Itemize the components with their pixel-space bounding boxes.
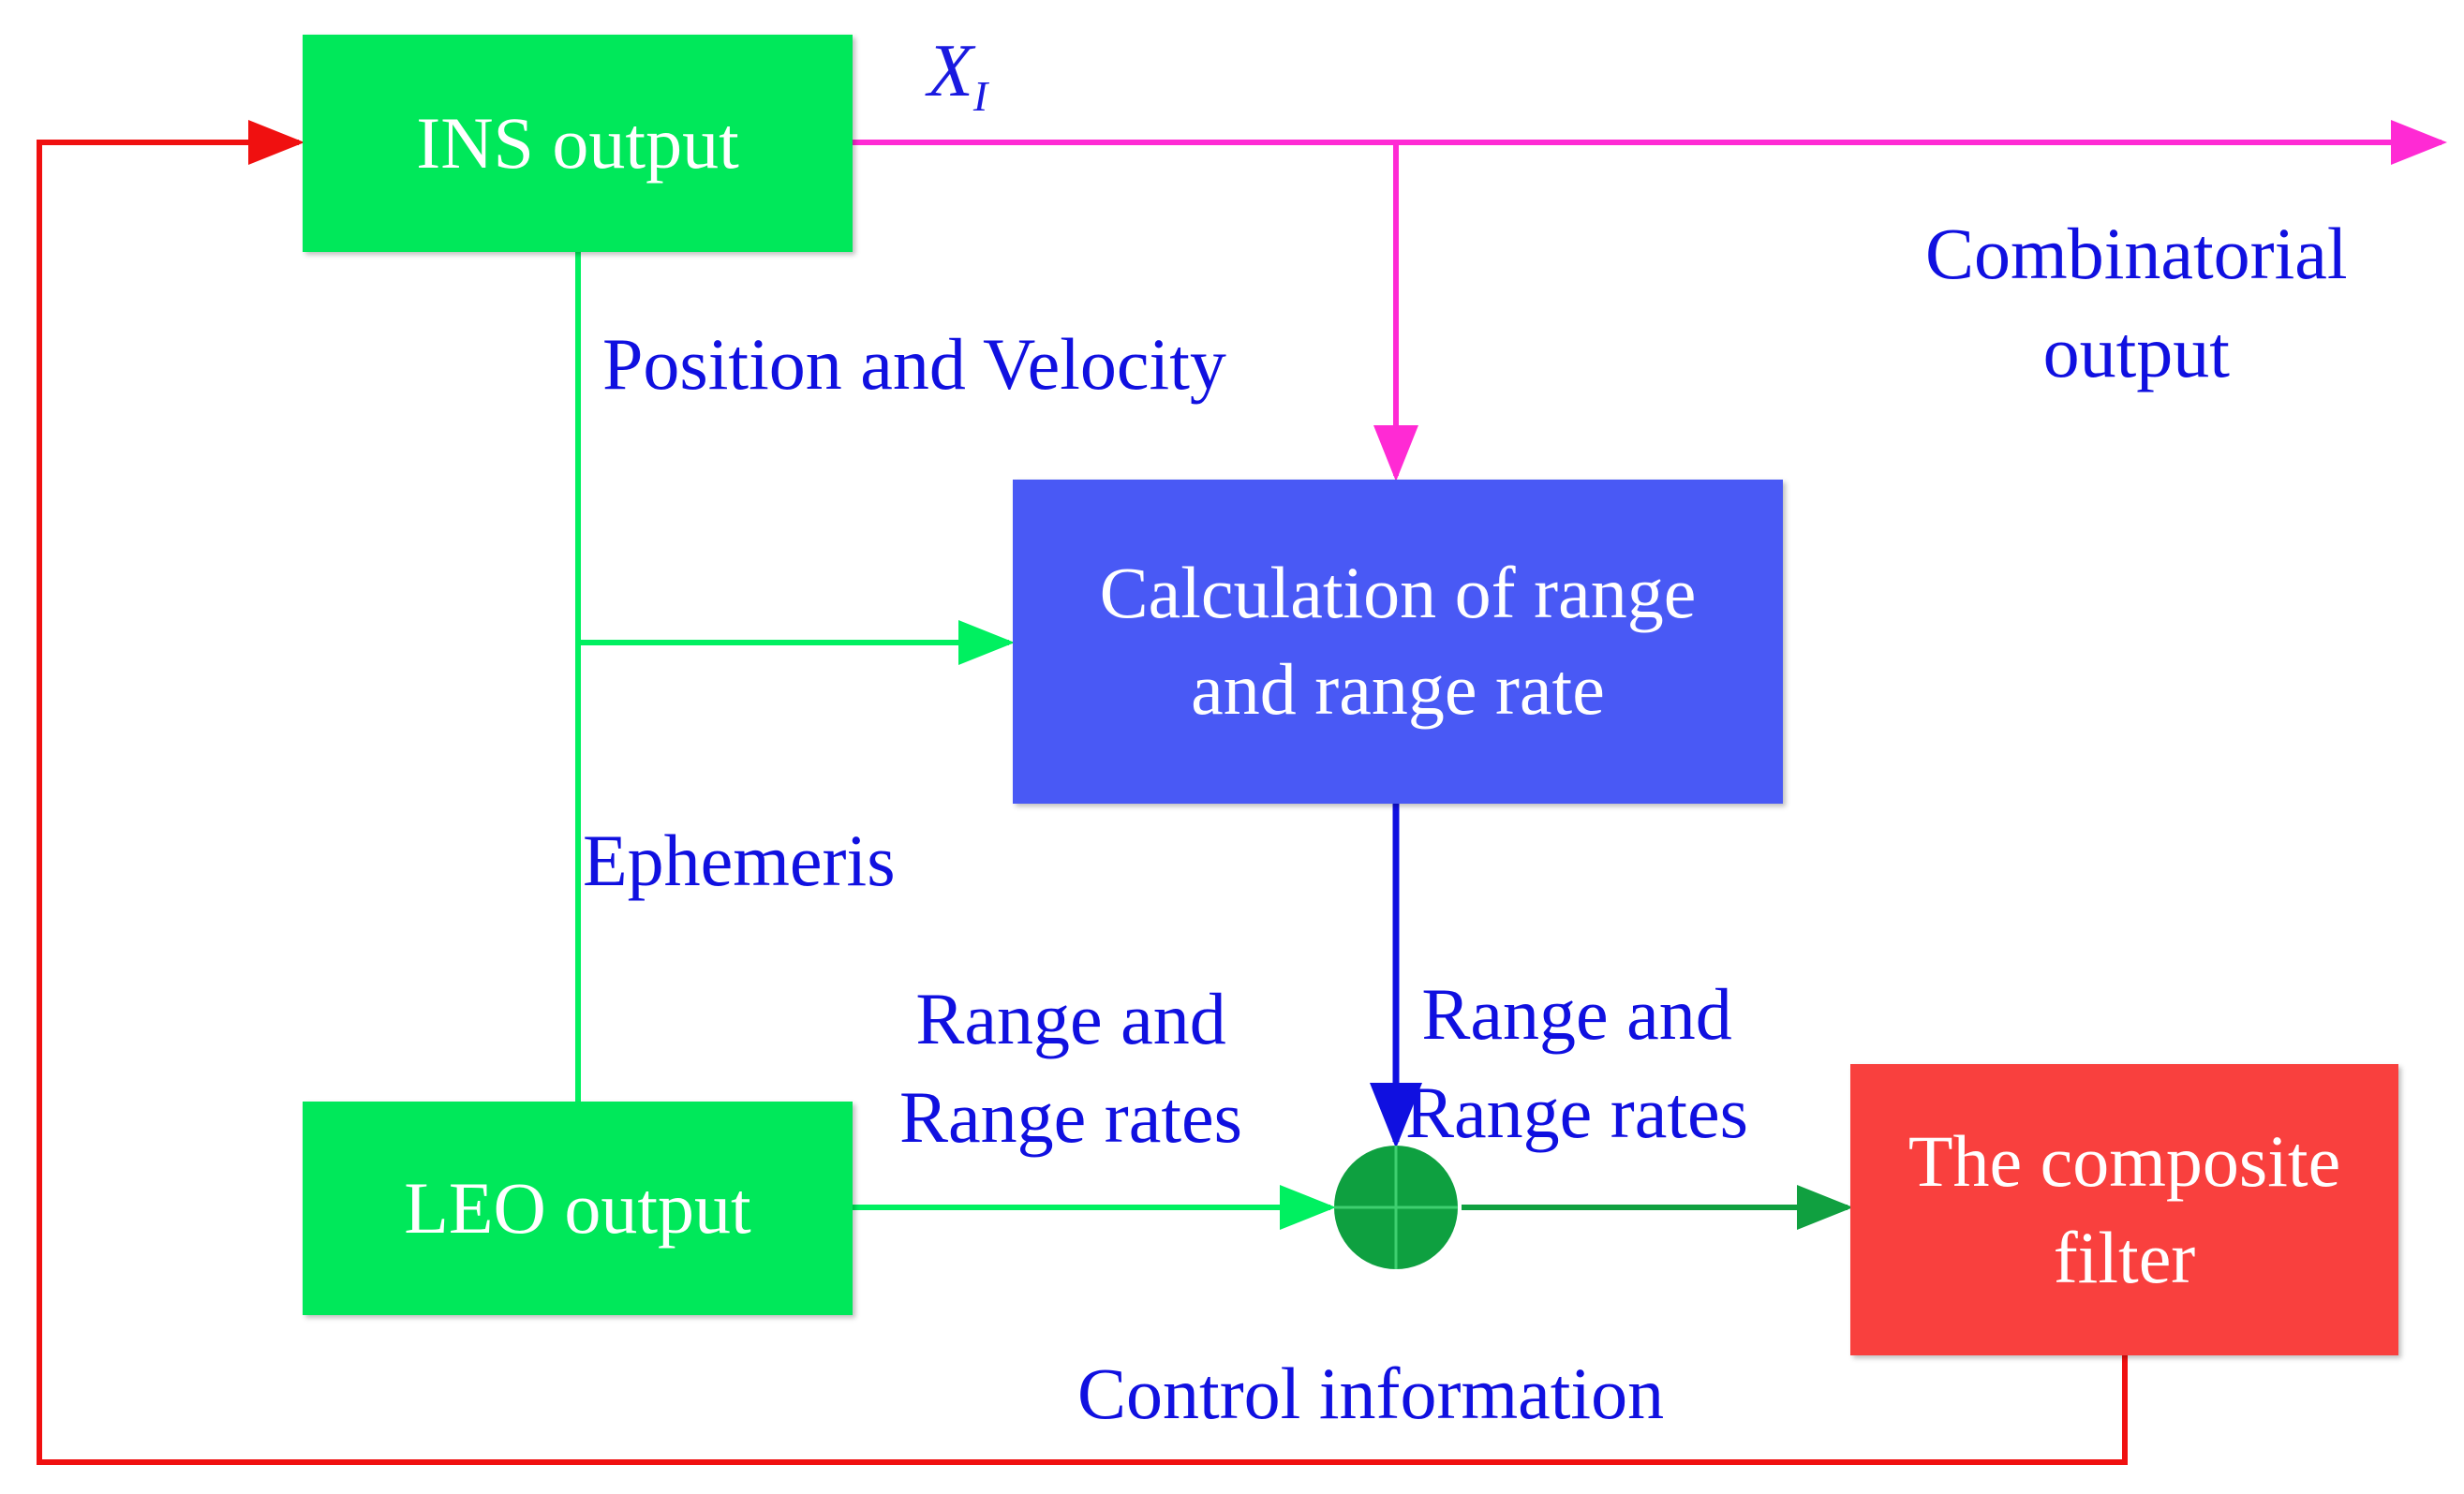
range-rates-calc-line-1: Range and — [1421, 973, 1732, 1055]
xi-symbol: X — [928, 30, 973, 112]
range-rates-label-calc: Range and Range rates — [1405, 965, 1748, 1162]
combinatorial-output-line-2: output — [2042, 311, 2230, 393]
leo-output-box: LEO output — [303, 1102, 853, 1315]
combinatorial-output-line-1: Combinatorial — [1925, 213, 2348, 294]
position-velocity-label: Position and Velocity — [602, 323, 1226, 405]
composite-filter-label-line-1: The composite — [1907, 1119, 2341, 1202]
range-rates-leo-line-2: Range rates — [899, 1076, 1243, 1159]
ins-output-box: INS output — [303, 35, 853, 252]
range-rates-leo-line-1: Range and — [915, 978, 1226, 1059]
summing-junction — [1334, 1146, 1458, 1269]
calculation-label-line-2: and range rate — [1191, 648, 1605, 730]
ephemeris-label: Ephemeris — [583, 820, 896, 901]
edge-filter-feedback-to-ins — [37, 120, 2128, 1465]
range-rates-calc-line-2: Range rates — [1405, 1072, 1749, 1154]
leo-output-label: LEO output — [404, 1166, 751, 1249]
composite-filter-box: The composite filter — [1850, 1064, 2398, 1355]
ins-output-label: INS output — [416, 101, 739, 184]
combinatorial-output-label: Combinatorial output — [1925, 204, 2348, 402]
composite-filter-label-line-2: filter — [2053, 1216, 2196, 1298]
control-information-label: Control information — [1077, 1353, 1665, 1434]
xi-subscript: I — [972, 72, 988, 120]
calculation-label-line-1: Calculation of range — [1099, 552, 1697, 634]
range-rates-label-leo: Range and Range rates — [899, 969, 1242, 1167]
calculation-box: Calculation of range and range rate — [1013, 480, 1783, 804]
xi-label: XI — [928, 21, 987, 126]
